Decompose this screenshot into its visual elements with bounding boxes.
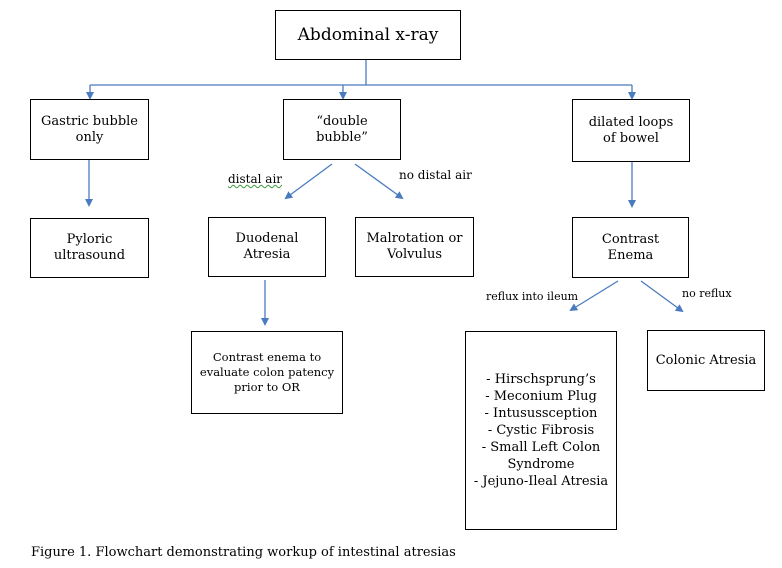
node-malrotation-volvulus-label: Malrotation or Volvulus (366, 231, 463, 262)
arrow-contrast-to-reflux (569, 280, 619, 312)
node-pyloric-ultrasound: Pyloric ultrasound (30, 218, 149, 278)
node-reflux-differential: - Hirschsprung’s - Meconium Plug - Intus… (465, 331, 617, 530)
node-abdominal-xray-label: Abdominal x-ray (297, 25, 439, 45)
node-gastric-bubble: Gastric bubble only (30, 99, 149, 160)
node-double-bubble: “double bubble” (283, 99, 401, 160)
node-dilated-loops: dilated loops of bowel (572, 99, 690, 162)
edge-label-no-reflux: no reflux (682, 287, 732, 300)
arrow-contrast-to-colonic (640, 280, 684, 313)
edge-label-distal-air-text: distal air (228, 172, 283, 186)
node-reflux-differential-label: - Hirschsprung’s - Meconium Plug - Intus… (473, 372, 609, 489)
edge-label-reflux-into-ileum: reflux into ileum (486, 290, 579, 303)
node-contrast-enema: Contrast Enema (572, 217, 689, 278)
node-dilated-loops-label: dilated loops of bowel (588, 114, 674, 146)
node-duodenal-atresia: Duodenal Atresia (208, 217, 326, 277)
node-duodenal-atresia-label: Duodenal Atresia (235, 231, 299, 262)
edge-label-no-distal-air: no distal air (399, 168, 472, 182)
node-malrotation-volvulus: Malrotation or Volvulus (355, 217, 474, 277)
node-abdominal-xray: Abdominal x-ray (275, 10, 461, 60)
node-contrast-enema-prior-to-or: Contrast enema to evaluate colon patency… (191, 331, 343, 414)
node-contrast-enema-prior-to-or-label: Contrast enema to evaluate colon patency… (199, 350, 335, 394)
node-double-bubble-label: “double bubble” (316, 113, 368, 145)
node-contrast-enema-label: Contrast Enema (601, 231, 660, 263)
edge-label-distal-air: distal air (228, 172, 282, 186)
arrow-double-to-malrotation (354, 163, 404, 200)
node-colonic-atresia: Colonic Atresia (647, 330, 765, 391)
node-pyloric-ultrasound-label: Pyloric ultrasound (53, 232, 126, 263)
figure-caption: Figure 1. Flowchart demonstrating workup… (31, 545, 456, 560)
node-colonic-atresia-label: Colonic Atresia (655, 352, 757, 368)
arrow-double-to-duodenal (284, 163, 333, 200)
node-gastric-bubble-label: Gastric bubble only (40, 113, 138, 145)
